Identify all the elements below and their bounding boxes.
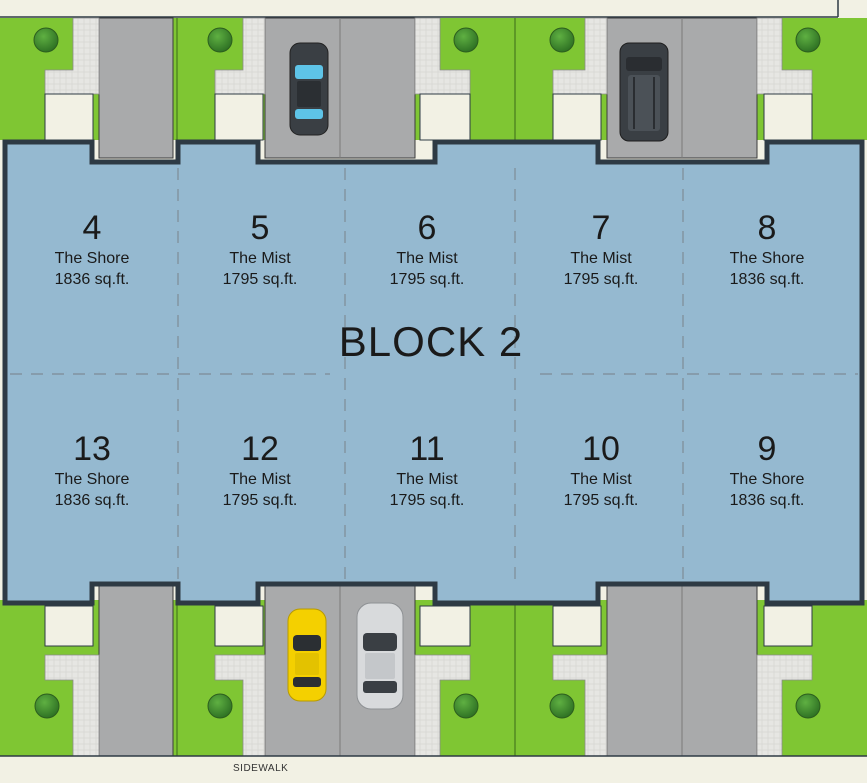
lot-number: 11 — [409, 430, 445, 468]
lot-number: 10 — [582, 430, 620, 468]
lot-number: 7 — [591, 209, 611, 247]
tree-icon — [453, 693, 479, 719]
building-block — [2, 139, 865, 606]
tree-icon — [549, 693, 575, 719]
tree-icon — [795, 693, 821, 719]
lot-area: 1795 sq.ft. — [222, 492, 298, 509]
block-label: BLOCK 2 — [338, 318, 524, 365]
bottom-sidewalk — [0, 756, 867, 783]
lot-11[interactable]: 11 The Mist 1795 sq.ft. — [347, 429, 507, 511]
lot-number: 13 — [73, 430, 111, 468]
lot-number: 9 — [757, 430, 777, 468]
tree-icon — [207, 27, 233, 53]
lot-area: 1836 sq.ft. — [729, 492, 805, 509]
tree-icon — [34, 693, 60, 719]
lot-area: 1836 sq.ft. — [729, 271, 805, 288]
lot-model: The Mist — [229, 471, 291, 488]
tree-icon — [795, 27, 821, 53]
lot-model: The Mist — [396, 471, 458, 488]
lot-model: The Shore — [729, 250, 805, 267]
unit-dividers — [10, 168, 858, 580]
lot-area: 1795 sq.ft. — [563, 271, 639, 288]
tree-icon — [549, 27, 575, 53]
lot-area: 1795 sq.ft. — [563, 492, 639, 509]
lot-4[interactable]: 4 The Shore 1836 sq.ft. — [12, 208, 172, 290]
lot-number: 6 — [417, 209, 437, 247]
lot-10[interactable]: 10 The Mist 1795 sq.ft. — [521, 429, 681, 511]
tree-icon — [453, 27, 479, 53]
car-icon — [619, 42, 669, 142]
lot-model: The Shore — [54, 471, 130, 488]
lot-7[interactable]: 7 The Mist 1795 sq.ft. — [521, 208, 681, 290]
lot-area: 1795 sq.ft. — [389, 492, 465, 509]
lot-8[interactable]: 8 The Shore 1836 sq.ft. — [687, 208, 847, 290]
walkways-bottom — [44, 654, 813, 757]
lot-area: 1795 sq.ft. — [389, 271, 465, 288]
lot-model: The Mist — [396, 250, 458, 267]
lot-5[interactable]: 5 The Mist 1795 sq.ft. — [180, 208, 340, 290]
lot-9[interactable]: 9 The Shore 1836 sq.ft. — [687, 429, 847, 511]
lot-area: 1836 sq.ft. — [54, 492, 130, 509]
sidewalk-label: SIDEWALK — [233, 763, 289, 774]
lot-model: The Shore — [54, 250, 130, 267]
lot-12[interactable]: 12 The Mist 1795 sq.ft. — [180, 429, 340, 511]
lot-model: The Mist — [570, 250, 632, 267]
top-sidewalk — [0, 0, 867, 18]
lot-number: 5 — [250, 209, 270, 247]
lot-model: The Mist — [229, 250, 291, 267]
car-icon — [287, 608, 327, 702]
walkways-top — [44, 17, 813, 95]
patios-bottom — [44, 605, 813, 647]
lot-model: The Shore — [729, 471, 805, 488]
lot-13[interactable]: 13 The Shore 1836 sq.ft. — [12, 429, 172, 511]
car-icon — [289, 42, 329, 136]
lot-number: 12 — [241, 430, 279, 468]
lot-area: 1836 sq.ft. — [54, 271, 130, 288]
trees — [33, 27, 821, 783]
car-icon — [356, 602, 404, 710]
lot-model: The Mist — [570, 471, 632, 488]
lot-number: 8 — [757, 209, 777, 247]
lot-area: 1795 sq.ft. — [222, 271, 298, 288]
tree-icon — [33, 27, 59, 53]
tree-icon — [207, 693, 233, 719]
lot-6[interactable]: 6 The Mist 1795 sq.ft. — [347, 208, 507, 290]
lot-number: 4 — [82, 209, 102, 247]
